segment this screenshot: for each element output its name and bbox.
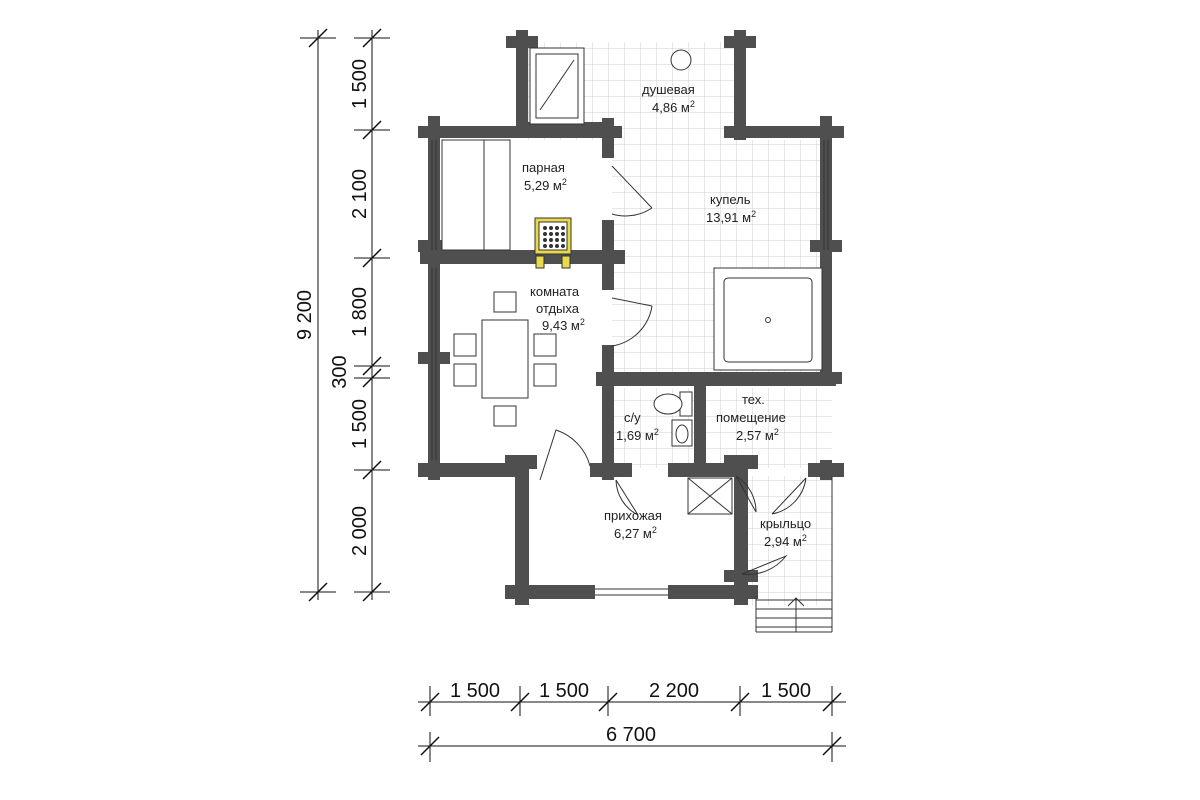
shower-name: душевая <box>642 82 695 97</box>
porch-steps <box>755 596 833 633</box>
hall-cabinet <box>687 477 733 515</box>
porch-name: крыльцо <box>760 516 811 531</box>
tech-name-line2: помещение <box>716 410 786 425</box>
dim-left-6: 2 000 <box>349 506 371 556</box>
rest-name-line1: комната <box>530 284 580 299</box>
windows <box>431 140 833 606</box>
dim-left-1: 1 500 <box>349 59 371 109</box>
pool-name: купель <box>710 192 751 207</box>
dim-left-2: 2 100 <box>349 169 371 219</box>
hall-area: 6,27 м2 <box>614 525 657 541</box>
rest-area: 9,43 м2 <box>542 317 585 333</box>
shower-cabin <box>529 47 692 125</box>
left-dimensions: 9 200 1 500 2 100 1 800 300 1 500 2 000 <box>294 28 390 602</box>
pool-area: 13,91 м2 <box>706 209 756 225</box>
stove-icon <box>534 217 572 269</box>
walls <box>418 30 844 605</box>
tech-name-line1: тех. <box>742 392 765 407</box>
bottom-dimensions: 1 500 1 500 2 200 1 500 6 700 <box>418 680 846 762</box>
dim-bottom-1: 1 500 <box>450 680 500 702</box>
steam-area: 5,29 м2 <box>524 177 567 193</box>
dim-left-5: 1 500 <box>349 399 371 449</box>
dim-bottom-total: 6 700 <box>606 724 656 746</box>
room-labels: душевая 4,86 м2 парная 5,29 м2 купель 13… <box>522 82 811 549</box>
doors <box>539 165 807 575</box>
steam-bench <box>441 139 511 251</box>
dim-bottom-2: 1 500 <box>539 680 589 702</box>
shower-area: 4,86 м2 <box>652 99 695 115</box>
porch-area: 2,94 м2 <box>764 533 807 549</box>
toilet-icon <box>653 391 693 417</box>
tiled-floors <box>525 42 833 606</box>
dim-left-4: 300 <box>329 355 351 388</box>
dim-left-3: 1 800 <box>349 287 371 337</box>
hall-name: прихожая <box>604 508 662 523</box>
dim-left-total: 9 200 <box>294 290 316 340</box>
dim-bottom-4: 1 500 <box>761 680 811 702</box>
plunge-pool <box>713 267 823 371</box>
sink-icon <box>671 419 693 447</box>
wc-name: с/у <box>624 410 641 425</box>
wc-area: 1,69 м2 <box>616 427 659 443</box>
steam-name: парная <box>522 160 565 175</box>
dim-bottom-3: 2 200 <box>649 680 699 702</box>
rest-name-line2: отдыха <box>536 301 580 316</box>
tech-area: 2,57 м2 <box>736 427 779 443</box>
dining-set <box>453 291 557 427</box>
